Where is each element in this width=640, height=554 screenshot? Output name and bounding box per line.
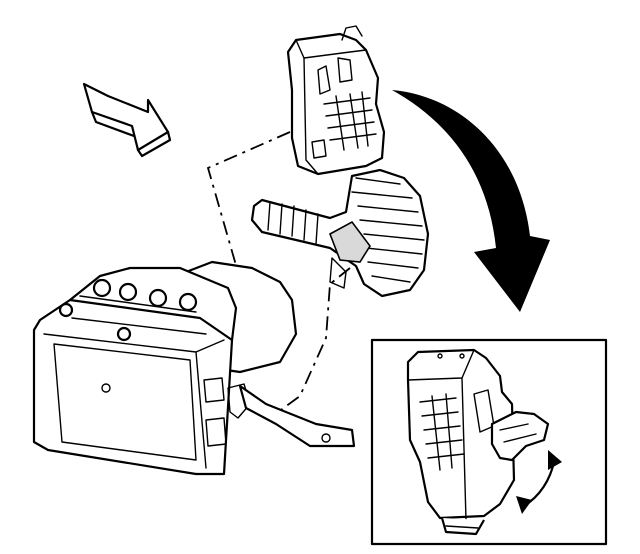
inset-detail <box>370 338 608 546</box>
swing-arrow <box>516 450 562 514</box>
abs-modulator-assembly <box>32 260 298 476</box>
direction-arrow <box>82 82 172 158</box>
ebcm-connector <box>286 25 386 176</box>
wiring-harness <box>250 168 430 298</box>
mounting-bracket <box>238 384 356 448</box>
bracket-hole <box>321 433 331 443</box>
rotation-arrow <box>392 90 550 312</box>
